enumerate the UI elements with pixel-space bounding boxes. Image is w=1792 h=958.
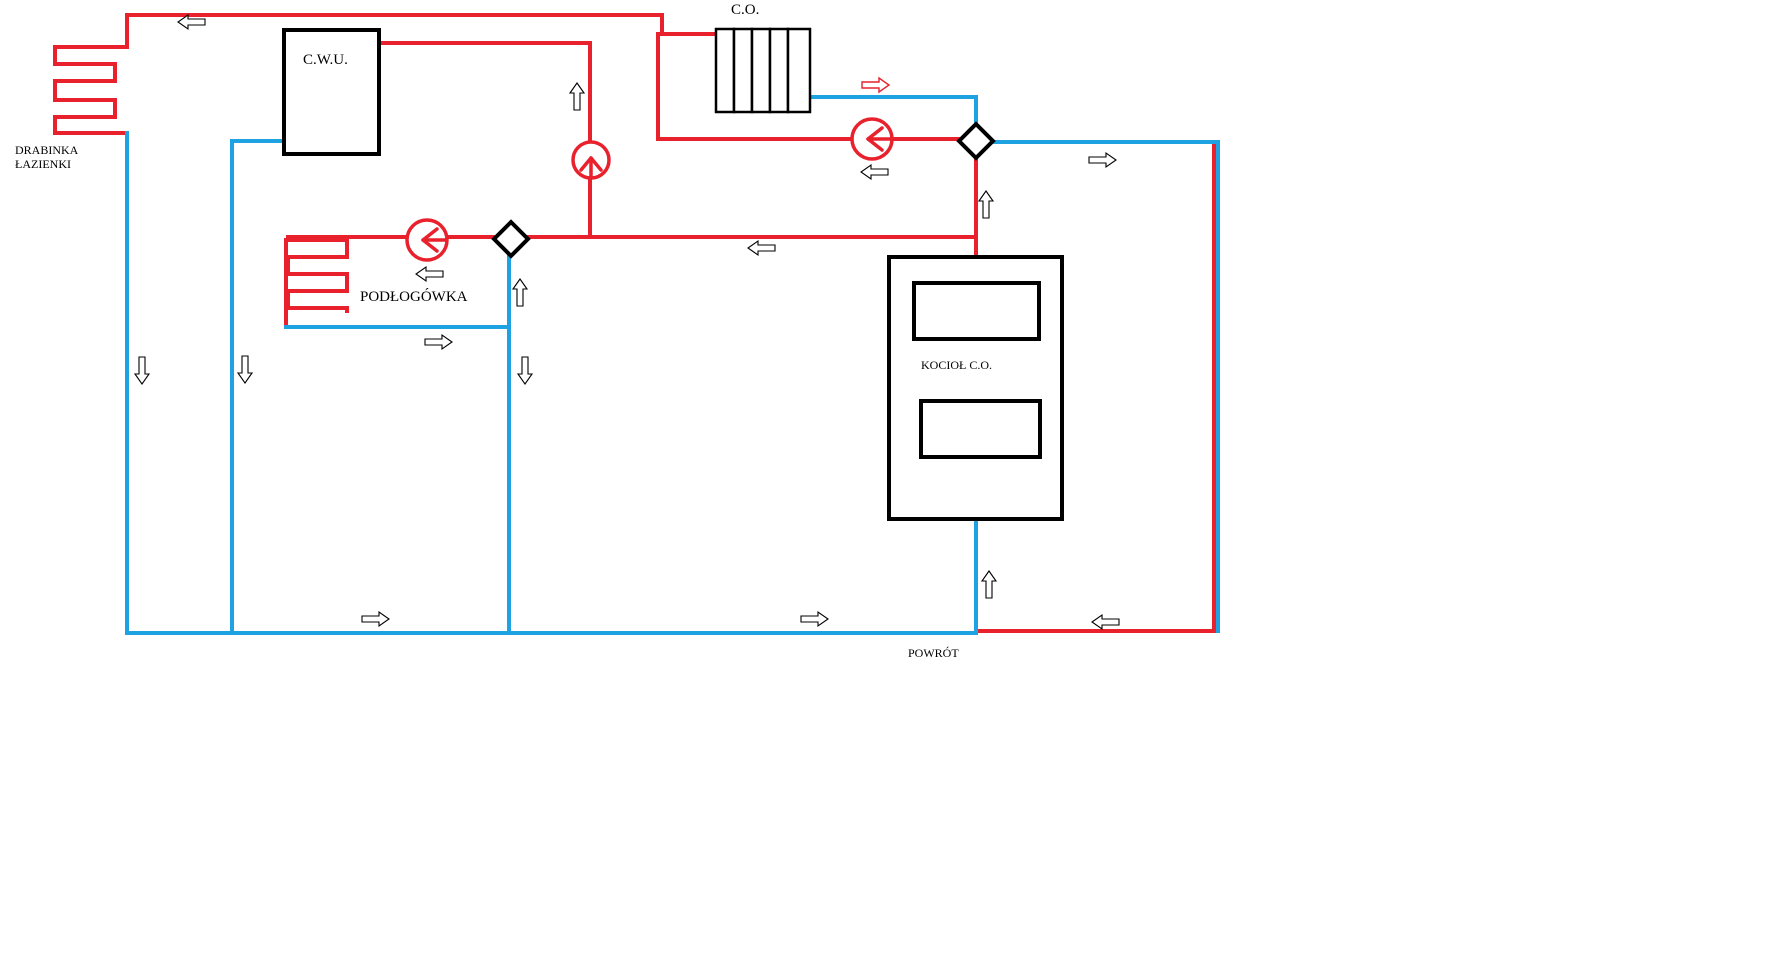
flow-arrow-icon — [517, 356, 533, 385]
radiator-icon — [714, 27, 812, 114]
flow-arrow-icon — [1091, 614, 1120, 630]
flow-arrow-icon — [361, 611, 390, 627]
flow-arrow-icon — [237, 355, 253, 384]
hot-water-tank-label: C.W.U. — [303, 52, 348, 68]
bathroom-ladder-label-2: ŁAZIENKI — [15, 157, 71, 171]
supply-pipe-top — [125, 13, 717, 49]
supply-pipe-radiator — [656, 32, 978, 256]
supply-pipe-main — [286, 235, 978, 256]
boiler — [887, 255, 1064, 521]
flow-arrow-icon — [981, 570, 997, 599]
flow-arrow-icon — [177, 14, 206, 30]
pump-icon — [571, 140, 611, 180]
flow-arrow-icon — [415, 266, 444, 282]
floor-heating-label: PODŁOGÓWKA — [360, 288, 468, 305]
return-pipe-floor — [284, 325, 511, 635]
return-pipe-radiator — [810, 95, 978, 141]
bathroom-ladder-label: DRABINKA — [15, 143, 79, 157]
mixing-valve-icon — [491, 219, 531, 259]
hot-water-tank — [282, 28, 381, 156]
flow-arrow-icon — [860, 164, 889, 180]
flow-arrow-icon — [569, 82, 585, 111]
flow-arrow-icon — [800, 611, 829, 627]
flow-arrow-icon — [134, 356, 150, 385]
return-pipe-right — [983, 140, 1220, 633]
flow-arrow-icon — [1088, 152, 1117, 168]
towel-ladder-icon — [53, 45, 129, 135]
pump-icon — [850, 117, 894, 161]
flow-arrow-icon — [512, 278, 528, 307]
flow-arrow-icon — [424, 334, 453, 350]
return-pipe-cwu — [230, 139, 285, 635]
supply-pipe-cwu — [378, 41, 592, 239]
flow-arrow-icon — [747, 240, 776, 256]
return-pipe-ladder — [125, 131, 234, 635]
radiator-label: C.O. — [731, 2, 759, 18]
flow-arrow-icon — [978, 190, 994, 219]
floor-heating-coil-start — [284, 238, 290, 325]
boiler-label: KOCIOŁ C.O. — [921, 358, 992, 372]
return-label: POWRÓT — [908, 646, 959, 660]
mixing-valve-icon — [956, 121, 996, 161]
pump-icon — [405, 218, 449, 262]
return-pipes — [125, 95, 1220, 635]
floor-heating-coil — [286, 238, 349, 313]
flow-arrow-icon — [861, 77, 890, 93]
